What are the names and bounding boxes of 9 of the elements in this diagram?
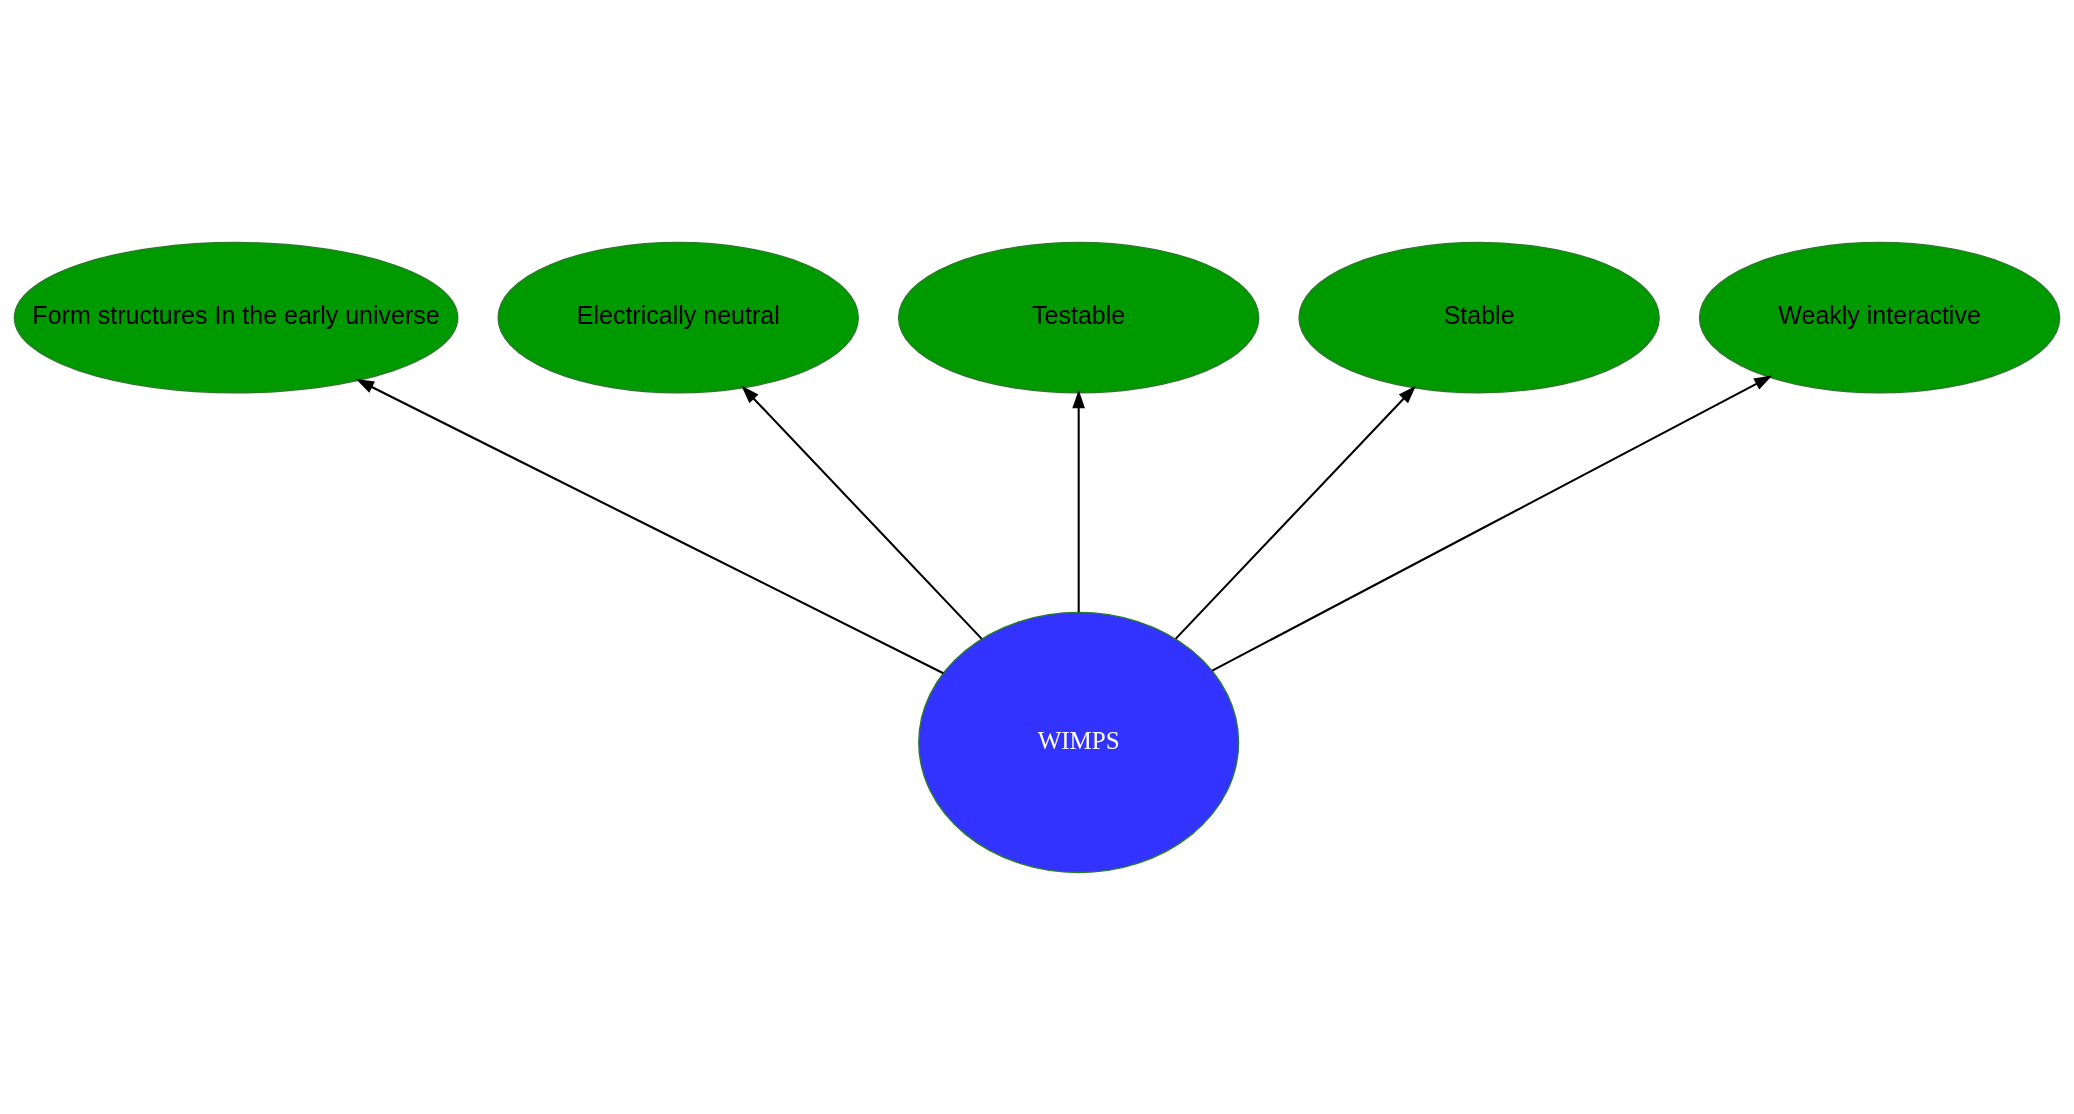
arrow [1072,389,1086,612]
node-ellipse: WIMPS [918,611,1240,873]
arrow [1211,375,1773,672]
node-ellipse: Testable [897,241,1260,393]
arrow [355,378,944,674]
node-ellipse: Electrically neutral [497,241,859,393]
arrow [741,385,983,640]
arrow [1174,385,1416,640]
node-ellipse: Stable [1298,241,1660,393]
